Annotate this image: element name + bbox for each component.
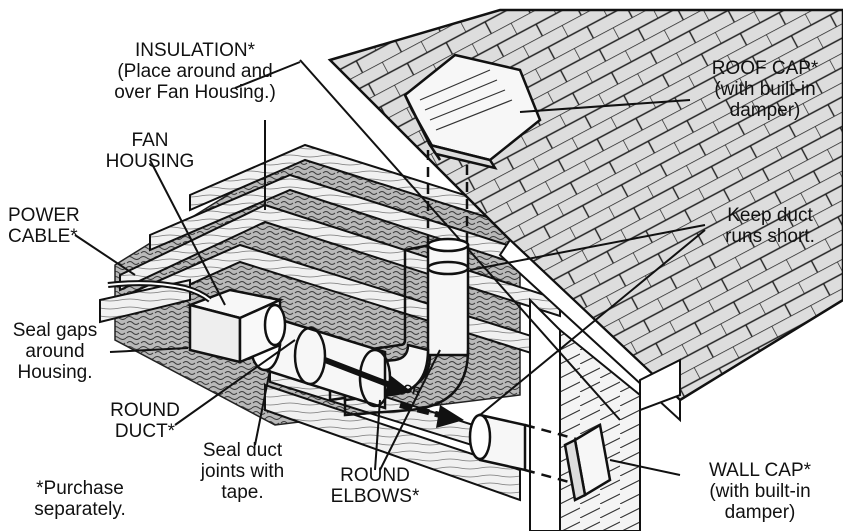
round-duct-label-line-1: ROUND [110, 400, 180, 421]
insulation-label-line-1: INSULATION* [134, 40, 255, 61]
round-elbows-label: ROUND ELBOWS* [320, 465, 430, 507]
seal-gaps-label-line-2: around [25, 341, 85, 362]
leader-lines [74, 61, 706, 476]
fan-housing-label: FAN HOUSING [100, 130, 200, 172]
roof-cap-label-line-2: (with built-in [714, 79, 816, 100]
wall-cap-label: WALL CAP* (with built-in damper) [680, 460, 840, 523]
wall-cap-label-line-1: WALL CAP* [708, 460, 812, 481]
power-cable-label-line-1: POWER [8, 205, 80, 226]
fan-housing-label-line-1: FAN [131, 130, 169, 151]
round-duct-label-line-2: DUCT* [114, 421, 176, 442]
keep-duct-label-line-2: runs short. [725, 226, 815, 247]
power-cable-icon [107, 280, 212, 303]
seal-gaps-label-line-3: Housing. [17, 362, 93, 383]
airflow-arrows [323, 357, 464, 428]
seal-duct-label: Seal duct joints with tape. [185, 440, 300, 503]
purchase-note-line-2: separately. [34, 499, 126, 520]
insulation-label: INSULATION* (Place around and over Fan H… [80, 40, 310, 103]
wall-duct [468, 413, 527, 472]
purchase-note: *Purchase separately. [15, 478, 145, 520]
seal-duct-label-line-3: tape. [221, 482, 264, 503]
wall-cap-label-line-2: (with built-in [709, 481, 811, 502]
keep-duct-label-line-1: Keep duct [727, 205, 813, 226]
seal-duct-label-line-2: joints with [200, 461, 285, 482]
roof-cap-label-line-1: ROOF CAP* [711, 58, 819, 79]
wall-cap-guides [524, 423, 581, 487]
seal-gaps-label: Seal gaps around Housing. [0, 320, 110, 383]
roof-cap-icon [403, 53, 542, 170]
insulation-label-line-2: (Place around and [117, 61, 273, 82]
fan-housing-icon [185, 288, 287, 364]
keep-duct-label: Keep duct runs short. [700, 205, 840, 247]
fan-housing-label-line-2: HOUSING [105, 151, 195, 172]
wall-cap-label-line-3: damper) [724, 502, 796, 523]
power-cable-label: POWER CABLE* [8, 205, 118, 247]
seal-gaps-label-line-1: Seal gaps [12, 320, 98, 341]
insulation-label-line-3: over Fan Housing.) [114, 82, 276, 103]
seal-duct-label-line-1: Seal duct [202, 440, 283, 461]
roof-cap-label: ROOF CAP* (with built-in damper) [690, 58, 840, 121]
power-cable-label-line-2: CABLE* [8, 226, 78, 247]
roof-cap-label-line-3: damper) [729, 100, 801, 121]
roof-cap-guides [426, 150, 469, 250]
round-elbows-label-line-1: ROUND [340, 465, 410, 486]
round-elbows-label-line-2: ELBOWS* [330, 486, 420, 507]
purchase-note-line-1: *Purchase [36, 478, 124, 499]
round-duct-label: ROUND DUCT* [95, 400, 195, 442]
wall-cap-icon [563, 422, 612, 502]
